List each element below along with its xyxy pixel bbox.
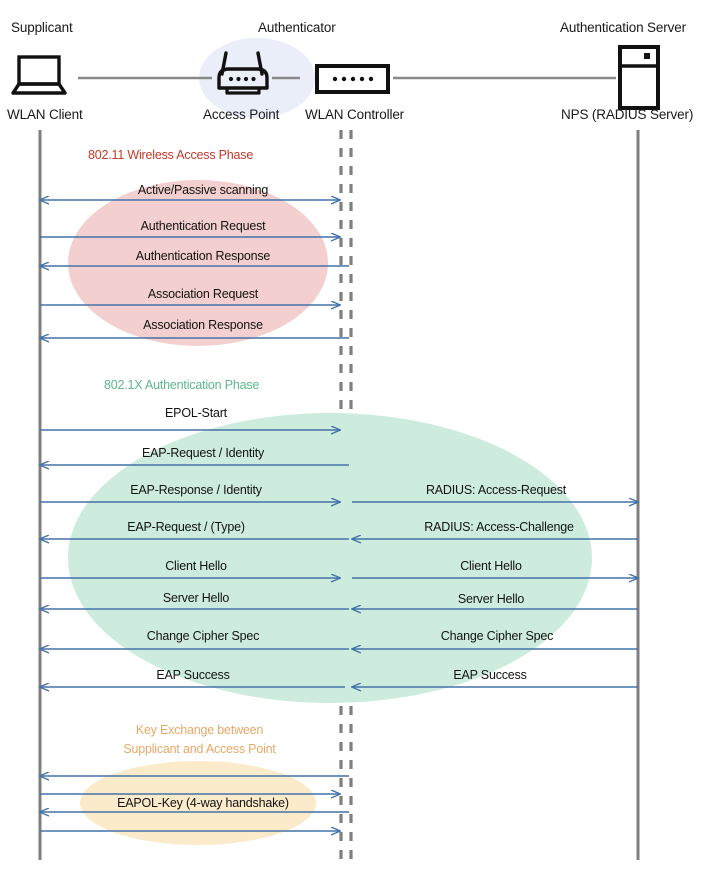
- role-label-authenticator: Authenticator: [258, 20, 336, 35]
- node-label-nps-radius-server: NPS (RADIUS Server): [561, 107, 694, 122]
- msg-label-active-passive-scanning: Active/Passive scanning: [137, 183, 269, 197]
- phase-region-dot1x: [68, 413, 592, 703]
- msg-label-eap-success-right: EAP Success: [453, 668, 527, 682]
- node-label-wlan-client: WLAN Client: [7, 107, 83, 122]
- msg-label-radius-access-challenge: RADIUS: Access-Challenge: [424, 520, 574, 534]
- node-label-wlan-controller: WLAN Controller: [305, 107, 405, 122]
- msg-label-client-hello-left: Client Hello: [165, 559, 227, 573]
- role-label-supplicant: Supplicant: [11, 20, 73, 35]
- msg-label-epol-start: EPOL-Start: [165, 406, 227, 420]
- msg-label-eapol-key: EAPOL-Key (4-way handshake): [117, 796, 289, 810]
- msg-label-change-cipher-spec-left: Change Cipher Spec: [146, 629, 260, 643]
- node-label-access-point: Access Point: [203, 107, 280, 122]
- msg-label-eap-request-type: EAP-Request / (Type): [127, 520, 245, 534]
- role-label-auth-server: Authentication Server: [560, 20, 686, 35]
- switch-icon: [315, 64, 390, 94]
- phase-label-dot1x: 802.1X Authentication Phase: [104, 378, 260, 392]
- msg-label-client-hello-right: Client Hello: [460, 559, 522, 573]
- msg-label-authentication-response: Authentication Response: [135, 249, 271, 263]
- msg-label-server-hello-right: Server Hello: [457, 592, 525, 606]
- phase-label-key-exchange-line1: Key Exchange between: [135, 723, 264, 737]
- msg-label-association-request: Association Request: [147, 287, 259, 301]
- msg-label-server-hello-left: Server Hello: [162, 591, 230, 605]
- msg-label-radius-access-request: RADIUS: Access-Request: [425, 483, 567, 497]
- phase-label-wireless-access: 802.11 Wireless Access Phase: [88, 148, 254, 162]
- msg-label-eap-request-identity: EAP-Request / Identity: [141, 446, 265, 460]
- authenticator-region: [199, 38, 315, 118]
- laptop-icon: [11, 55, 67, 95]
- server-icon: [618, 45, 660, 110]
- msg-label-eap-response-identity: EAP-Response / Identity: [130, 483, 262, 497]
- wireless-router-icon: [217, 51, 269, 95]
- msg-label-eap-success-left: EAP Success: [156, 668, 230, 682]
- msg-label-change-cipher-spec-right: Change Cipher Spec: [440, 629, 554, 643]
- msg-label-authentication-request: Authentication Request: [140, 219, 266, 233]
- msg-label-association-response: Association Response: [143, 318, 263, 332]
- phase-region-key-exchange: [80, 761, 316, 845]
- phase-label-key-exchange: Key Exchange between Supplicant and Acce…: [102, 721, 297, 759]
- phase-label-key-exchange-line2: Supplicant and Access Point: [123, 742, 276, 756]
